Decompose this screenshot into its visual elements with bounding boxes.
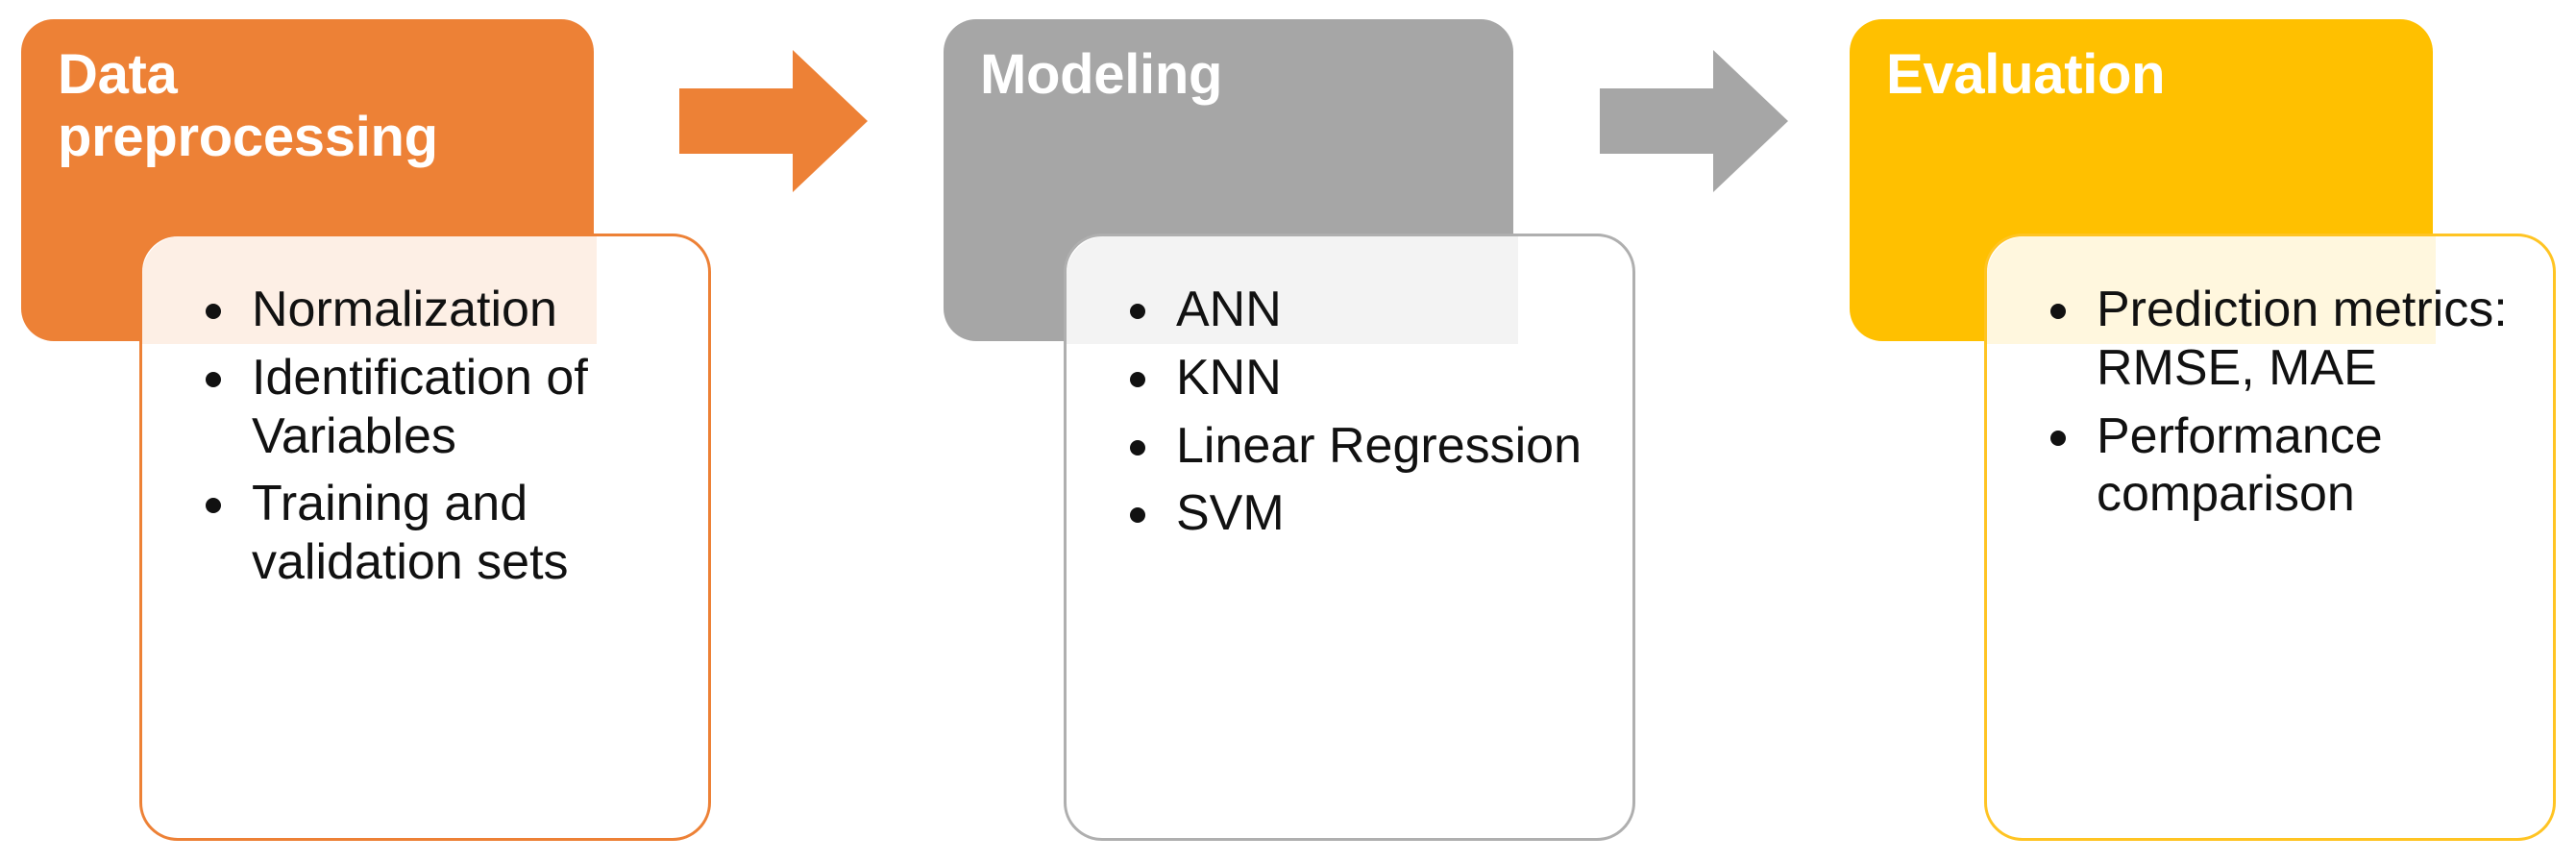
list-item: Performance comparison (2043, 407, 2524, 525)
stage-card-modeling[interactable]: ANN KNN Linear Regression SVM (1064, 234, 1635, 841)
arrow-shape (1600, 50, 1788, 192)
stage-title-modeling: Modeling (980, 43, 1223, 106)
list-item: KNN (1122, 349, 1604, 407)
stage-title-evaluation: Evaluation (1886, 43, 2166, 106)
list-item: SVM (1122, 484, 1604, 543)
list-item: Normalization (198, 281, 679, 339)
list-item: Prediction metrics: RMSE, MAE (2043, 281, 2524, 398)
bullet-list-data-preprocessing: Normalization Identification of Variable… (198, 281, 679, 602)
arrow-modeling-to-evaluation (1600, 50, 1788, 192)
stage-card-data-preprocessing[interactable]: Normalization Identification of Variable… (139, 234, 711, 841)
list-item: Training and validation sets (198, 475, 679, 592)
list-item: ANN (1122, 281, 1604, 339)
bullet-list-evaluation: Prediction metrics: RMSE, MAE Performanc… (2043, 281, 2524, 533)
list-item: Identification of Variables (198, 349, 679, 466)
stage-title-data-preprocessing: Data preprocessing (58, 43, 438, 168)
arrow-preprocessing-to-modeling (679, 50, 868, 192)
arrow-shape (679, 50, 868, 192)
stage-card-evaluation[interactable]: Prediction metrics: RMSE, MAE Performanc… (1984, 234, 2556, 841)
bullet-list-modeling: ANN KNN Linear Regression SVM (1122, 281, 1604, 553)
list-item: Linear Regression (1122, 417, 1604, 476)
